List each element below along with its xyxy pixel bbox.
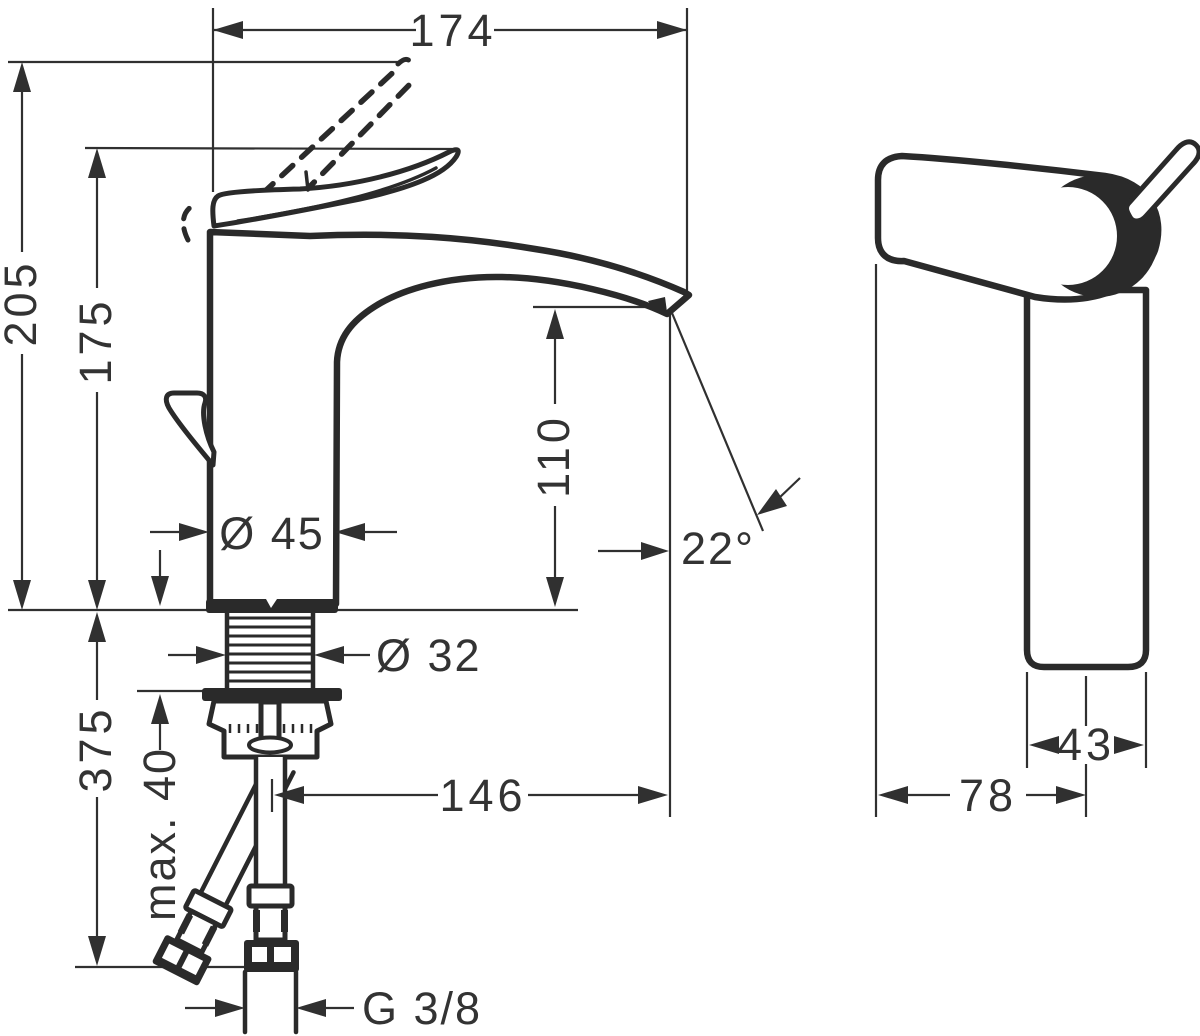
side-handle-stick <box>1124 139 1200 224</box>
dimension-connection-thread: G 3/8 <box>185 983 482 1034</box>
front-view-drawing: 174 205 175 110 Ø 45 <box>0 5 801 1035</box>
dim-label-110: 110 <box>528 414 579 498</box>
pop-up-rod-lower <box>258 699 282 743</box>
dimension-overall-depth: 78 <box>878 770 1086 821</box>
dimension-body-diameter: Ø 45 <box>150 508 397 559</box>
faucet-body-and-spout <box>206 228 693 613</box>
dim-label-max-40: max. 40 <box>134 747 185 921</box>
dim-label-78: 78 <box>959 770 1017 821</box>
dim-label-205: 205 <box>0 259 46 346</box>
dimension-overall-height: 205 <box>0 62 46 610</box>
faucet-outline <box>206 228 693 608</box>
dimension-spout-reach: 146 <box>270 770 668 821</box>
handle-index-mark <box>304 170 310 192</box>
base-plate-notch <box>266 599 277 608</box>
hose-neck <box>253 903 288 943</box>
dim-label-375: 375 <box>70 705 121 792</box>
dimension-outlet-height: 110 <box>528 309 579 607</box>
seal-washer <box>247 735 293 755</box>
dimension-below-counter-depth: 375 <box>70 612 121 966</box>
side-view-drawing: 43 78 <box>874 139 1200 821</box>
dim-label-43: 43 <box>1057 719 1115 770</box>
pop-up-rod <box>163 390 217 468</box>
dim-label-diam-45: Ø 45 <box>219 508 325 559</box>
dimension-handle-height: 175 <box>70 148 121 610</box>
mounting-flange <box>202 688 342 701</box>
handle-blade <box>210 147 461 229</box>
handle-blade-inner-line <box>236 166 438 223</box>
dim-label-175: 175 <box>70 297 121 384</box>
dimension-body-depth: 43 <box>1029 719 1144 770</box>
dimension-jet-angle: 22° <box>598 312 801 574</box>
thread-lines <box>228 616 312 683</box>
dim-label-diam-32: Ø 32 <box>376 630 482 681</box>
dim-label-174: 174 <box>409 5 496 56</box>
mounting-flange-and-nut <box>202 688 342 760</box>
supply-hose-vertical <box>242 754 299 1035</box>
dimension-overall-width: 174 <box>213 5 687 56</box>
faucet-handle <box>210 147 461 229</box>
dim-label-146: 146 <box>439 770 526 821</box>
dimension-shank-diameter: Ø 32 <box>168 630 482 681</box>
dimension-max-counter-thickness: max. 40 <box>134 550 185 921</box>
dim-label-22deg: 22° <box>681 523 755 574</box>
side-body-column <box>1023 286 1150 671</box>
hose-collar <box>246 883 295 909</box>
side-reference-lines <box>874 264 1148 817</box>
threaded-shank <box>224 609 316 691</box>
dim-label-g38: G 3/8 <box>362 983 482 1034</box>
spout-aerator <box>648 297 667 312</box>
